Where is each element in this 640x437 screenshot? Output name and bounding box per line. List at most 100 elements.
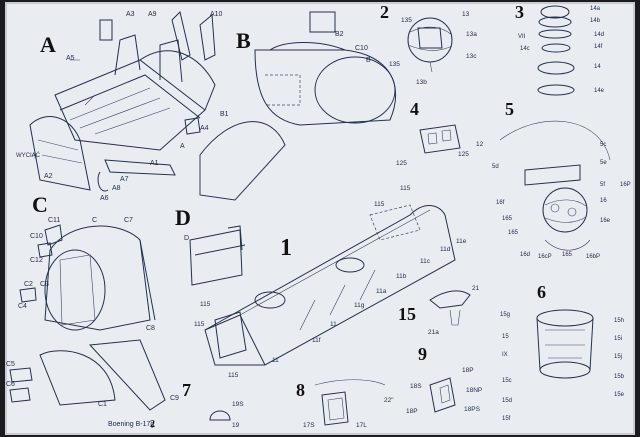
part-9-drawing xyxy=(429,377,456,413)
section-number-5: 5 xyxy=(505,99,514,119)
part-label: A7 xyxy=(120,176,129,183)
part-label: 11c xyxy=(420,258,431,265)
section-letter-b: B xyxy=(236,28,251,53)
part-label: 18S xyxy=(410,383,422,390)
part-label: C10 xyxy=(30,233,43,240)
part-label: C11 xyxy=(48,217,60,224)
part-label: C8 xyxy=(146,325,155,332)
part-5-labels: 5c 5e 5d 5f 16P 16 16f 165 165 16e 16d 1… xyxy=(492,142,631,260)
part-label: C9 xyxy=(170,395,179,402)
part-label: 16 xyxy=(600,198,607,204)
part-label: 21a xyxy=(428,329,439,336)
assembly-b-part-labels: B2 C10 B B1 xyxy=(220,31,371,118)
part-label: A10 xyxy=(210,11,223,18)
part-label: 115 xyxy=(400,185,411,192)
part-7-drawing xyxy=(209,410,231,421)
part-label: B xyxy=(366,57,371,64)
part-label: C3 xyxy=(40,281,49,288)
assembly-a-part-labels: A3 A9 A10 A5 A4 A1 A A2 A7 A8 A6 WYCIĄĆ xyxy=(16,11,223,202)
part-label: 5c xyxy=(600,142,606,148)
part-label: 165 xyxy=(508,230,519,236)
part-label: 11f xyxy=(312,337,321,344)
part-7-labels: 19S 19 xyxy=(232,401,244,429)
part-label: 11a xyxy=(376,288,387,295)
part-label: 15j xyxy=(614,354,622,360)
part-label: 18NP xyxy=(466,387,482,394)
section-number-8: 8 xyxy=(296,380,305,400)
part-label: 11d xyxy=(440,246,451,253)
part-6-labels: 15g 15h 15 15i IX 15j 15c 15b 15d 15e 15… xyxy=(500,312,625,422)
part-label: 12 xyxy=(476,141,484,148)
part-label: 5d xyxy=(492,164,499,170)
part-label: A2 xyxy=(44,173,53,180)
part-label: C2 xyxy=(24,281,33,288)
part-label: 11e xyxy=(456,238,467,245)
part-label: 14c xyxy=(520,46,530,52)
part-label: 15i xyxy=(614,336,622,342)
part-label: C6 xyxy=(6,381,15,388)
part-label: 15h xyxy=(614,318,624,324)
part-label: 14a xyxy=(590,6,601,12)
assembly-c-drawing xyxy=(9,224,166,411)
part-label: 18P xyxy=(406,408,418,415)
part-1-drawing xyxy=(204,204,456,366)
assembly-a-drawing xyxy=(29,11,216,192)
part-15-drawing xyxy=(429,290,471,326)
part-label: 13c xyxy=(466,53,477,60)
part-label: 15e xyxy=(614,392,625,398)
section-number-3: 3 xyxy=(515,2,524,22)
part-label: 15b xyxy=(614,374,625,380)
part-label: 115 xyxy=(374,201,385,208)
part-label: 14d xyxy=(594,32,604,38)
part-label: 15 xyxy=(502,334,509,340)
part-15-labels: 21 21a xyxy=(428,285,480,336)
part-label: 13b xyxy=(416,79,427,86)
part-label: VII xyxy=(518,34,526,40)
part-label: 16f xyxy=(496,200,505,206)
part-label: A1 xyxy=(150,160,159,167)
section-letter-a: A xyxy=(40,32,56,57)
part-9-labels: 18P 18S 18NP 18P 18PS xyxy=(406,367,482,415)
part-1-labels: 115 115 11e 11d 11c 11b 11a 11g 11 11f 1… xyxy=(194,185,467,379)
assembly-c-labels: C11 C C7 C10 C12 C2 C3 C4 C8 C5 C6 C1 C9 xyxy=(6,217,179,408)
section-letter-c: C xyxy=(32,192,48,217)
part-label: 14 xyxy=(594,64,601,70)
part-label: 16P xyxy=(620,182,631,188)
part-label: 19 xyxy=(232,422,240,429)
part-label: C7 xyxy=(124,217,133,224)
part-label: 21 xyxy=(472,285,480,292)
section-number-1: 1 xyxy=(280,235,292,261)
part-4-labels: 12 125 125 xyxy=(396,141,484,167)
part-label: 11 xyxy=(330,321,337,328)
part-label: 17L xyxy=(356,422,367,429)
part-label: A6 xyxy=(100,195,109,202)
part-label: 115 xyxy=(200,301,211,308)
part-label: 15c xyxy=(502,378,512,384)
part-label: D xyxy=(184,235,189,242)
part-2-labels: 135 13 13a 13c 135 13b xyxy=(389,11,477,86)
part-label: C1 xyxy=(98,401,107,408)
part-8-drawing xyxy=(314,379,386,426)
part-label: 16e xyxy=(600,218,611,224)
part-label: A9 xyxy=(148,11,157,18)
part-label: 15g xyxy=(500,312,510,318)
part-label: 11 xyxy=(272,357,279,364)
part-label: A8 xyxy=(112,185,121,192)
part-label: 135 xyxy=(401,17,412,24)
part-label: 15f xyxy=(502,416,511,422)
section-number-2: 2 xyxy=(380,2,389,22)
part-label: B1 xyxy=(220,111,229,118)
sheet-title: Boening B-17g xyxy=(108,421,154,428)
part-label: 16d xyxy=(520,252,530,258)
part-label: 13 xyxy=(462,11,470,18)
part-label: A4 xyxy=(200,125,209,132)
paper-sheet xyxy=(6,3,634,434)
part-label: 115 xyxy=(228,372,239,379)
part-label: B2 xyxy=(335,31,344,38)
part-label: 22" xyxy=(384,397,394,404)
section-number-6: 6 xyxy=(537,282,546,302)
part-label: IX xyxy=(502,352,508,358)
part-label: 19S xyxy=(232,401,244,408)
part-4-drawing xyxy=(419,124,461,154)
